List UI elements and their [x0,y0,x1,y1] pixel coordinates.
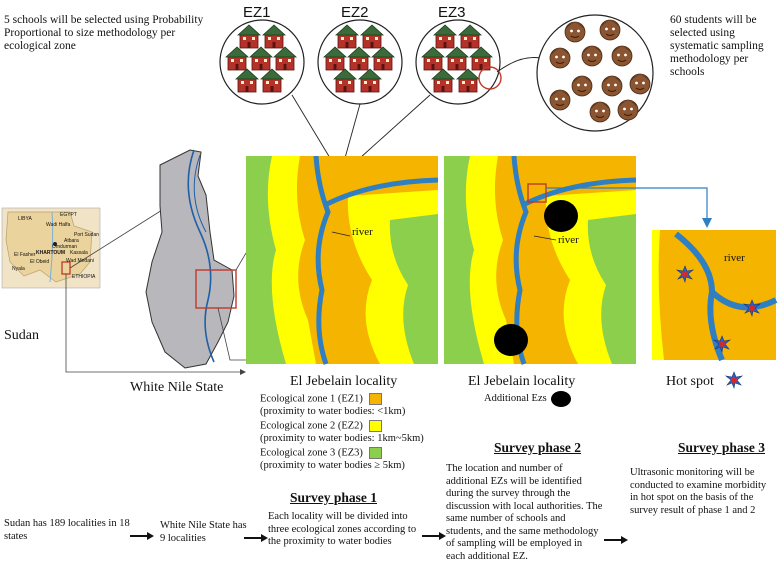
white-nile-state-map [145,149,237,369]
legend-ez3: Ecological zone 3 (EZ3) (proximity to wa… [260,447,405,472]
legend-ez1-title: Ecological zone 1 (EZ1) [260,393,363,405]
step-additional-ezs: The location and number of additional EZ… [446,463,603,562]
legend-ez1-swatch [368,393,382,405]
ez1-label: EZ1 [243,4,271,21]
step-ultrasonic-monitoring: Ultrasonic monitoring will be conducted … [630,467,767,516]
sudan-label-egypt: EGYPT [60,212,77,218]
river-label-1: river [352,226,373,238]
additional-ez-legend-dot [551,391,571,407]
additional-ez-1 [544,200,578,232]
students-circle [536,14,654,132]
ez3-label: EZ3 [438,4,466,21]
legend-ez3-swatch [368,447,382,459]
sudan-label-kassala: Kassala [70,250,88,256]
sudan-label: Sudan [4,328,39,343]
survey-phase-3-title: Survey phase 3 [678,440,766,455]
sudan-label-khartoum: KHARTOUM [36,250,66,256]
sudan-label-atbara: Atbara [64,238,79,244]
hotspot-label: Hot spot [666,374,714,389]
sudan-label-wad-medani: Wad Medani [66,258,94,264]
river-label-2: river [558,234,579,246]
step-divide-zones: Each locality will be divided into three… [268,511,417,547]
schools-selection-note: 5 schools will be selected using Probabi… [4,14,204,52]
sudan-label-port-sudan: Port Sudan [74,232,100,238]
legend-additional-ezs: Additional Ezs [484,393,547,404]
ez2-schools-circle [317,19,403,105]
hotspot-map [652,230,778,362]
sudan-label-libya: LIBYA [18,216,32,222]
white-nile-state-label: White Nile State [130,380,224,395]
hotspot-highlight [527,183,547,203]
additional-ez-2 [494,324,528,356]
ez3-schools-circle [415,19,502,105]
locality-2-label: El Jebelain locality [468,374,576,389]
legend-ez2-title: Ecological zone 2 (EZ2) [260,420,363,432]
hotspot-legend-icon [725,371,743,389]
step-white-nile-localities: White Nile State has 9 localities [160,520,247,544]
river-label-3: river [724,252,745,264]
sudan-map-inset [1,207,101,289]
survey-phase-1-title: Survey phase 1 [290,490,378,505]
sudan-label-ethiopia: ETHIOPIA [72,274,96,280]
sudan-label-wadi-halfa: Wadi Halfa [46,222,71,228]
flow-arrows [130,532,628,544]
sudan-label-el-obeid: El Obeid [30,259,50,265]
legend-ez1: Ecological zone 1 (EZ1) (proximity to wa… [260,393,405,418]
legend-ez3-title: Ecological zone 3 (EZ3) [260,447,363,459]
locality-1-label: El Jebelain locality [290,374,398,389]
sudan-label-el-fasher: El Fasher [14,252,36,258]
white-nile-locality-highlight [195,269,237,309]
sudan-label-omdurman: Omdurman [52,244,78,250]
ez2-label: EZ2 [341,4,369,21]
school-to-students-line [496,57,541,73]
legend-ez2: Ecological zone 2 (EZ2) (proximity to wa… [260,420,424,445]
legend-ez3-desc: (proximity to water bodies ≥ 5km) [260,459,405,471]
legend-ez2-desc: (proximity to water bodies: 1km~5km) [260,432,424,444]
students-selection-note: 60 students will be selected using syste… [670,14,764,78]
survey-phase-2-title: Survey phase 2 [494,440,582,455]
ez1-schools-circle [219,19,305,105]
step-sudan-localities: Sudan has 189 localities in 18 states [4,518,130,542]
locality-map-1 [246,155,439,365]
legend-ez1-desc: (proximity to water bodies: <1km) [260,405,406,417]
legend-ez2-swatch [368,420,382,432]
locality-map-2 [444,155,637,365]
sudan-label-nyala: Nyala [12,266,25,272]
